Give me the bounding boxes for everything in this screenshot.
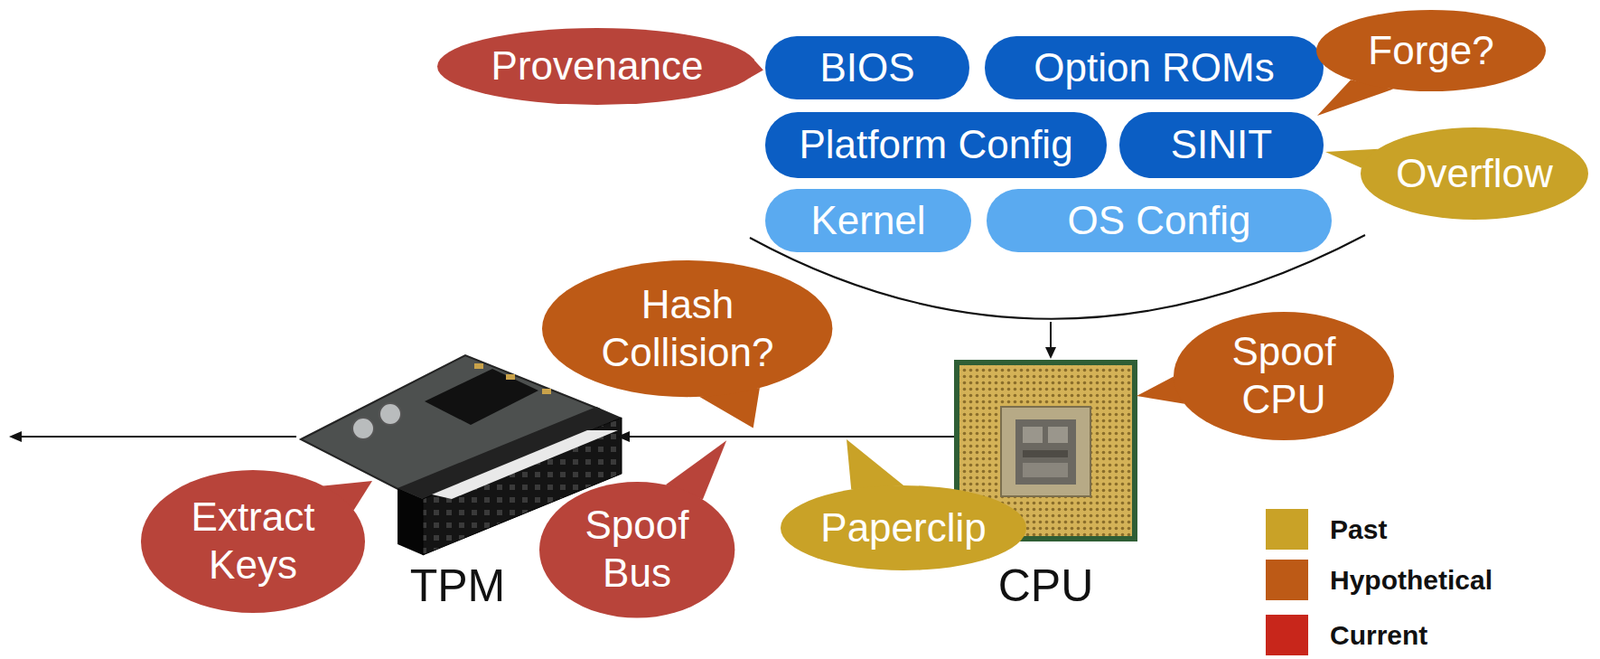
bubble-shape — [140, 469, 365, 613]
bubble-ellipse — [437, 28, 758, 105]
arrow-line — [19, 435, 297, 438]
legend-row: Current — [1265, 614, 1428, 655]
legend-swatch — [1265, 614, 1309, 655]
box-label: Platform Config — [798, 121, 1073, 169]
box-label: Kernel — [810, 196, 926, 245]
bubble-text: Paperclip — [820, 504, 986, 553]
callout-bubble: Spoof CPU — [1173, 311, 1395, 440]
firmware-box: OS Config — [986, 188, 1332, 253]
bubble-ellipse — [1316, 9, 1546, 92]
bubble-ellipse — [542, 260, 833, 397]
bubble-label: Hash Collision? — [597, 280, 778, 377]
legend-label: Current — [1329, 619, 1428, 651]
bubble-label: Overflow — [1395, 149, 1554, 198]
bubble-ellipse — [539, 481, 735, 618]
legend-label: Past — [1329, 514, 1387, 545]
bubble-text: Extract Keys — [185, 493, 321, 590]
connector — [617, 430, 955, 442]
bubble-label: Extract Keys — [185, 493, 321, 590]
chip-label-row: CPU — [917, 562, 1174, 609]
bubble-label: Spoof CPU — [1225, 327, 1343, 424]
bubble-ellipse — [140, 469, 365, 613]
bubble-label: Spoof Bus — [578, 501, 696, 598]
firmware-box: SINIT — [1119, 112, 1324, 178]
callout-bubble: Hash Collision? — [542, 260, 833, 397]
box-label: SINIT — [1170, 121, 1273, 169]
legend-row: Hypothetical — [1265, 559, 1493, 600]
firmware-box: Platform Config — [765, 112, 1107, 178]
arrow-head — [617, 430, 630, 442]
box-label: BIOS — [819, 44, 915, 93]
callout-bubble: Paperclip — [780, 485, 1027, 571]
bubble-text: Provenance — [491, 42, 704, 91]
bubble-ellipse — [780, 485, 1027, 571]
callout-bubble: Extract Keys — [140, 469, 365, 613]
callout-bubble: Forge? — [1316, 9, 1546, 92]
firmware-box: Kernel — [765, 188, 972, 253]
callout-bubble: Provenance — [437, 28, 758, 105]
bubble-text: Spoof Bus — [578, 501, 696, 598]
firmware-box: BIOS — [765, 36, 970, 100]
bubble-text: Hash Collision? — [597, 280, 778, 377]
legend-label: Hypothetical — [1329, 564, 1493, 596]
connector-line — [627, 435, 955, 438]
bubble-label: Paperclip — [820, 504, 986, 553]
legend-row: Past — [1265, 508, 1387, 550]
arrow-line — [1049, 321, 1052, 349]
box-label: Option ROMs — [1033, 44, 1275, 93]
bubble-ellipse — [1173, 311, 1395, 440]
arrow-head — [1045, 346, 1057, 359]
legend-swatch — [1265, 559, 1309, 600]
bubble-tail — [846, 439, 904, 489]
bubble-shape — [542, 260, 833, 397]
bubble-label: Forge? — [1367, 27, 1494, 75]
bubble-label: Provenance — [491, 42, 704, 91]
arrow-head — [9, 430, 22, 442]
legend-swatch — [1265, 508, 1309, 550]
bubble-text: Overflow — [1395, 149, 1554, 198]
callout-bubble: Spoof Bus — [539, 481, 735, 618]
chip-label: CPU — [998, 562, 1095, 609]
bubble-ellipse — [1360, 127, 1589, 220]
box-label: OS Config — [1067, 196, 1252, 245]
bubble-shape — [539, 481, 735, 618]
bubble-text: Spoof CPU — [1225, 327, 1343, 424]
chip-label: TPM — [410, 562, 506, 609]
callout-bubble: Overflow — [1360, 127, 1589, 220]
bubble-text: Forge? — [1367, 27, 1494, 75]
firmware-box: Option ROMs — [984, 36, 1324, 100]
